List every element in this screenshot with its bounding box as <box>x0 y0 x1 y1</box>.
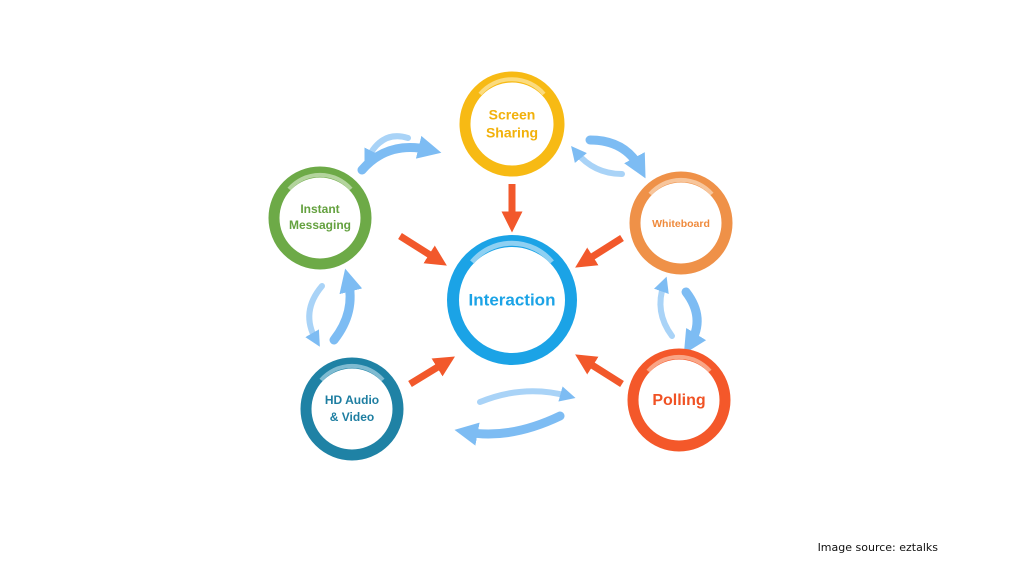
node-whiteboard: Whiteboard <box>629 171 733 275</box>
image-source-caption: Image source: eztalks <box>817 541 938 554</box>
node-label-line-1: HD Audio <box>325 393 379 407</box>
node-label-line-2: Messaging <box>289 218 351 232</box>
arrow-instant-messaging-to-center <box>398 233 447 266</box>
node-highlight <box>319 363 385 382</box>
cycle-arrow-pl-to-hd <box>454 411 565 446</box>
cycle-arrow-hd-to-pl <box>477 386 576 405</box>
center-node-label: Interaction <box>469 290 556 309</box>
node-ring <box>629 171 733 275</box>
arrow-whiteboard-to-center <box>575 235 624 268</box>
node-ring <box>627 348 731 452</box>
cycle-arrow-ss-to-im <box>364 133 411 165</box>
node-ring <box>268 166 372 270</box>
node-label-line-2: Sharing <box>486 125 538 141</box>
node-screen-sharing: Screen Sharing <box>459 71 565 177</box>
cycle-arrow-wb-to-ss <box>571 145 625 177</box>
cycle-arrow-pl-to-wb <box>654 276 675 339</box>
cycle-arrow-hd-to-im <box>329 268 363 345</box>
node-hd-audio-video: HD Audio & Video <box>300 357 404 461</box>
node-label-line-2: & Video <box>330 410 374 424</box>
node-highlight <box>648 177 714 196</box>
cycle-arrow-ss-to-wb <box>585 135 646 179</box>
cycle-arrow-im-to-hd <box>305 283 325 347</box>
node-highlight <box>478 77 546 96</box>
node-ring <box>300 357 404 461</box>
node-instant-messaging: Instant Messaging <box>268 166 372 270</box>
node-highlight <box>646 354 712 373</box>
cycle-arrows <box>305 133 707 446</box>
node-label-line-1: Polling <box>652 392 705 409</box>
node-label-line-1: Instant <box>300 202 339 216</box>
arrow-hd-audio-video-to-center <box>408 356 455 387</box>
node-ring <box>459 71 565 177</box>
cycle-arrow-wb-to-pl <box>681 287 707 354</box>
center-node-highlight <box>470 240 554 264</box>
node-highlight <box>287 172 353 191</box>
center-node-interaction: Interaction <box>447 235 577 365</box>
node-polling: Polling <box>627 348 731 452</box>
inward-arrows <box>398 184 624 387</box>
node-label-line-1: Whiteboard <box>652 218 710 230</box>
node-label-line-1: Screen <box>489 107 536 123</box>
arrow-polling-to-center <box>575 354 624 387</box>
